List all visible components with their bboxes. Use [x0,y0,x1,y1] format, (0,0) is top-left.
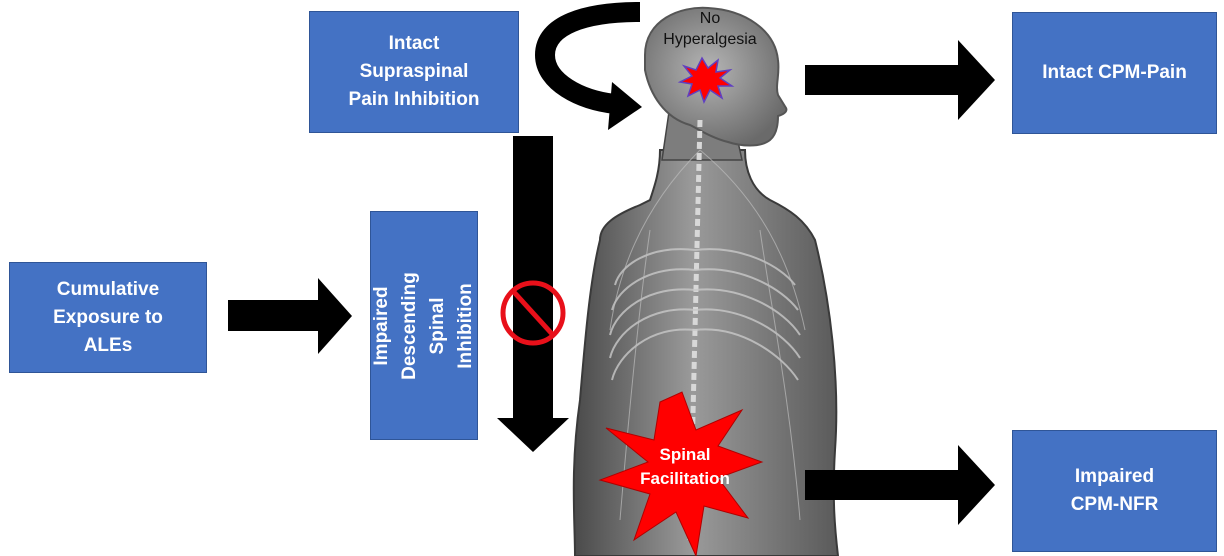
intact-supraspinal-label: Intact Supraspinal Pain Inhibition [349,30,480,114]
intact-supraspinal-box: Intact Supraspinal Pain Inhibition [309,11,519,133]
cumulative-exposure-box: Cumulative Exposure to ALEs [9,262,207,373]
curved-arrow-icon [545,12,642,130]
no-hyperalgesia-label: No Hyperalgesia [645,8,775,50]
impaired-descending-label: Impaired Descending Spinal Inhibition [368,272,480,380]
arrow-to-descending [228,278,352,354]
impaired-descending-box: Impaired Descending Spinal Inhibition [370,211,478,440]
spinal-facilitation-label: Spinal Facilitation [615,443,755,491]
cumulative-exposure-label: Cumulative Exposure to ALEs [53,276,163,360]
arrow-to-cpm-pain [805,40,995,120]
impaired-cpm-nfr-label: Impaired CPM-NFR [1071,463,1159,519]
intact-cpm-pain-label: Intact CPM-Pain [1042,59,1187,87]
intact-cpm-pain-box: Intact CPM-Pain [1012,12,1217,134]
impaired-cpm-nfr-box: Impaired CPM-NFR [1012,430,1217,552]
